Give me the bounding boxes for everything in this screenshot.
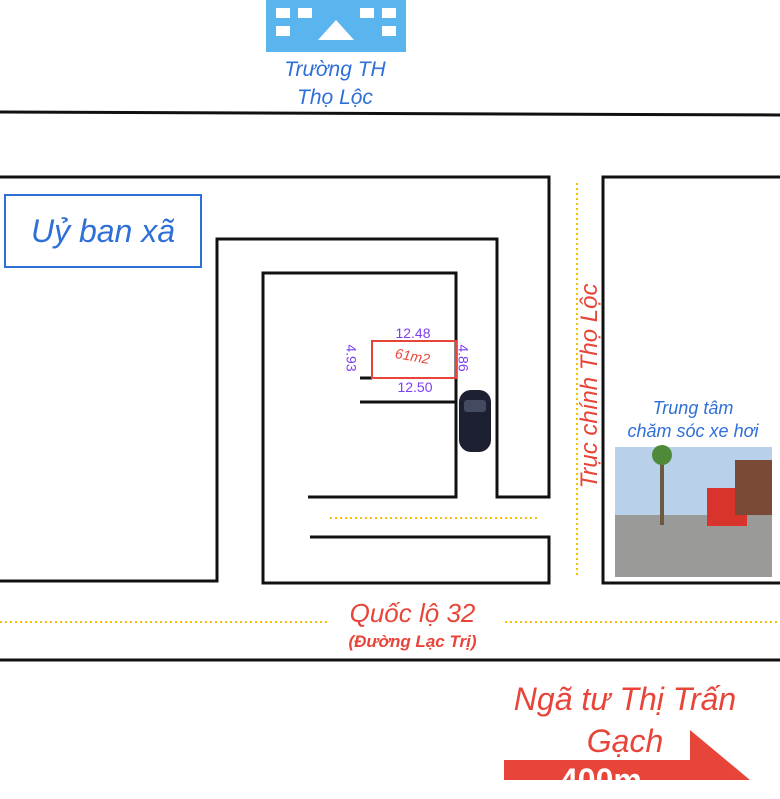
car-icon xyxy=(459,390,491,452)
map-lines xyxy=(0,0,780,780)
plot-top-length: 12.48 xyxy=(395,325,431,341)
highway-label: Quốc lộ 32 xyxy=(349,598,476,628)
school-line2: Thọ Lộc xyxy=(297,86,373,109)
car-care-photo xyxy=(615,445,772,577)
care-center-line2: chăm sóc xe hơi xyxy=(627,421,759,441)
care-center-line1: Trung tâm xyxy=(652,398,734,418)
junction-distance: 400m xyxy=(560,762,642,798)
main-road-label: Trục chính Thọ Lộc xyxy=(576,283,603,489)
arrow-icon xyxy=(504,730,750,780)
plot-bottom-length: 12.50 xyxy=(397,379,433,395)
plot-outline xyxy=(371,340,457,379)
highway-sublabel: (Đường Lạc Trị) xyxy=(348,632,477,651)
junction-line1: Ngã tư Thị Trấn xyxy=(513,681,737,717)
school-building-icon xyxy=(266,0,406,52)
junction-line2: Gạch xyxy=(586,723,664,759)
junction-label: Ngã tư Thị Trấn Gạch xyxy=(500,678,750,762)
care-center-label: Trung tâm chăm sóc xe hơi xyxy=(608,397,778,443)
commune-label: Uỷ ban xã xyxy=(4,194,202,268)
plot-right-length: 4.86 xyxy=(455,344,472,372)
plot-left-length: 4.93 xyxy=(343,344,360,372)
school-line1: Trường TH xyxy=(284,58,386,81)
school-label: Trường TH Thọ Lộc xyxy=(260,56,410,112)
